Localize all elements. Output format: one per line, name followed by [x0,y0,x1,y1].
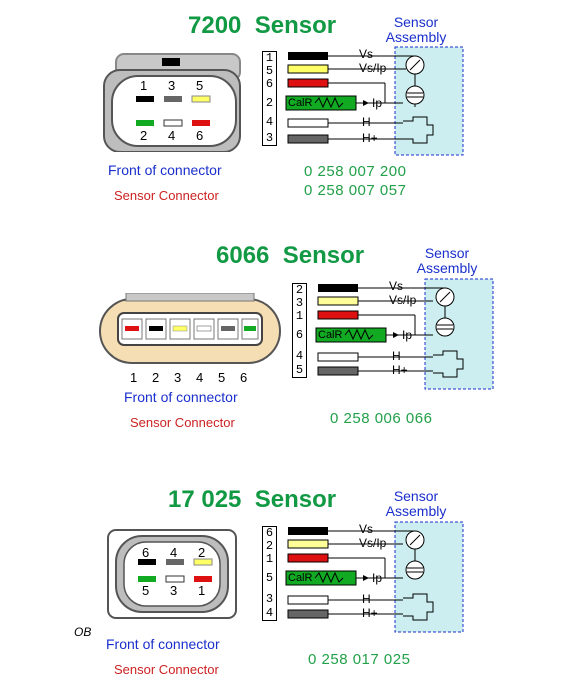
pin-number: 1 [265,51,274,65]
connector-pin-label: 6 [196,128,204,143]
section-1-front-label: Front of connector [108,162,222,178]
section-1-assembly-label: Sensor Assembly [378,15,454,45]
section-1-sensor-connector-label: Sensor Connector [114,188,219,203]
pin-number: 5 [265,64,274,78]
pin-number: 6 [265,526,274,540]
connector-pin-label: 1 [140,78,148,93]
wire-label-h-minus: H - [392,349,408,363]
connector-pin-label: 3 [174,370,182,385]
wire-label-ip: Ip [372,571,383,585]
connector-pin-label: 4 [170,545,178,560]
wire-label-vs-ip: Vs/Ip [389,293,417,307]
section-1-part-number: 0 258 007 200 [304,163,407,180]
pin-number: 2 [265,96,274,110]
section-2-pin-column: 2 3 1 6 4 5 [292,283,307,378]
pin-number: 4 [295,349,304,363]
pin-number: 4 [265,115,274,129]
section-3-pin-column: 6 2 1 5 3 4 [262,526,277,621]
assembly-label-line2: Assembly [385,503,447,519]
section-3-sensor-connector-label: Sensor Connector [114,662,219,677]
pin-number: 1 [265,552,274,566]
pin-number: 1 [295,309,304,323]
section-3-front-label: Front of connector [106,636,220,652]
wire-label-vs-ip: Vs/Ip [359,61,387,75]
calr-label: CalR [288,572,313,584]
corner-mark: OB [74,625,92,639]
pin-number: 5 [295,363,304,377]
pin-number: 6 [265,77,274,91]
pin-number: 4 [265,606,274,620]
pin-number: 2 [265,539,274,553]
connector-pin-label: 6 [240,370,248,385]
wire-label-h-plus: H+ [392,363,408,377]
connector-pin-label: 4 [196,370,204,385]
connector-pin-label: 2 [152,370,160,385]
section-3-wiring-diagram [285,521,464,633]
assembly-label-line1: Sensor [393,488,439,504]
assembly-label-line1: Sensor [393,14,439,30]
connector-pin-label: 1 [130,370,138,385]
pin-number: 3 [265,131,274,145]
section-1-pin-column: 1 5 6 2 4 3 [262,51,277,146]
assembly-label-line2: Assembly [385,29,447,45]
section-3-assembly-label: Sensor Assembly [378,489,454,519]
connector-pin-label: 5 [196,78,204,93]
section-3-connector [107,529,237,619]
section-2-title: 6066 Sensor [216,242,365,269]
pin-number: 6 [295,328,304,342]
wire-label-h-plus: H+ [362,606,378,620]
wire-label-ip: Ip [372,96,383,110]
section-1-wiring-diagram [285,46,464,156]
pin-number: 3 [265,592,274,606]
wire-label-ip: Ip [402,328,413,342]
pin-number: 3 [295,296,304,310]
connector-pin-label: 4 [168,128,176,143]
pin-number: 5 [265,571,274,585]
connector-pin-label: 3 [168,78,176,93]
section-2-connector [99,293,281,364]
wire-label-h-minus: H - [362,592,378,606]
section-2-part-number: 0 258 006 066 [330,410,433,427]
connector-pin-label: 5 [142,583,150,598]
section-1-connector [103,53,241,152]
connector-pin-label: 6 [142,545,150,560]
wire-label-vs: Vs [359,522,374,536]
section-2-front-label: Front of connector [124,389,238,405]
assembly-label-line1: Sensor [424,245,470,261]
pin-number: 2 [295,283,304,297]
section-2-wiring-diagram [315,278,494,390]
wire-label-h-minus: H - [362,115,378,129]
connector-pin-label: 5 [218,370,226,385]
section-3-title: 17 025 Sensor [168,486,337,513]
section-3-part-number: 0 258 017 025 [308,651,411,668]
section-1-title: 7200 Sensor [188,12,337,39]
section-1-part-number: 0 258 007 057 [304,182,407,199]
connector-pin-label: 2 [198,545,206,560]
wire-label-vs: Vs [389,279,404,293]
calr-label: CalR [288,97,313,109]
connector-pin-label: 3 [170,583,178,598]
wire-label-vs-ip: Vs/Ip [359,536,387,550]
section-2-sensor-connector-label: Sensor Connector [130,415,235,430]
connector-pin-label: 1 [198,583,206,598]
connector-pin-label: 2 [140,128,148,143]
assembly-label-line2: Assembly [416,260,478,276]
calr-label: CalR [318,329,343,341]
wire-label-vs: Vs [359,47,374,61]
wire-label-h-plus: H+ [362,131,378,145]
section-2-assembly-label: Sensor Assembly [408,246,486,276]
